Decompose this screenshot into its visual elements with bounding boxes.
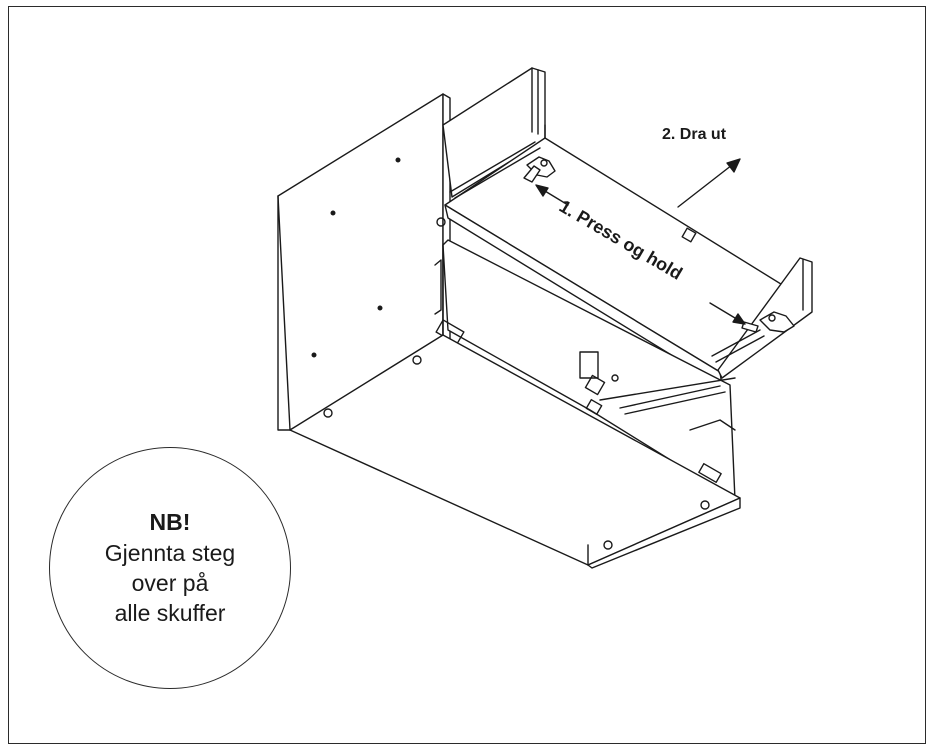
upper-drawer (436, 124, 813, 388)
note-line-3: alle skuffer (114, 599, 226, 626)
note-line-1: Gjennta steg (104, 539, 236, 566)
pull-out-label: 2. Dra ut (662, 126, 727, 143)
note-circle: NB! Gjennta steg over på alle skuffer (49, 447, 291, 689)
pull-out-arrow (677, 158, 741, 208)
cabinet-back-frame (442, 67, 546, 198)
note-title: NB! (149, 508, 191, 535)
cabinet-bottom-panel (289, 334, 741, 569)
press-hold-arrow (535, 184, 746, 325)
note-line-2: over på (131, 569, 209, 596)
